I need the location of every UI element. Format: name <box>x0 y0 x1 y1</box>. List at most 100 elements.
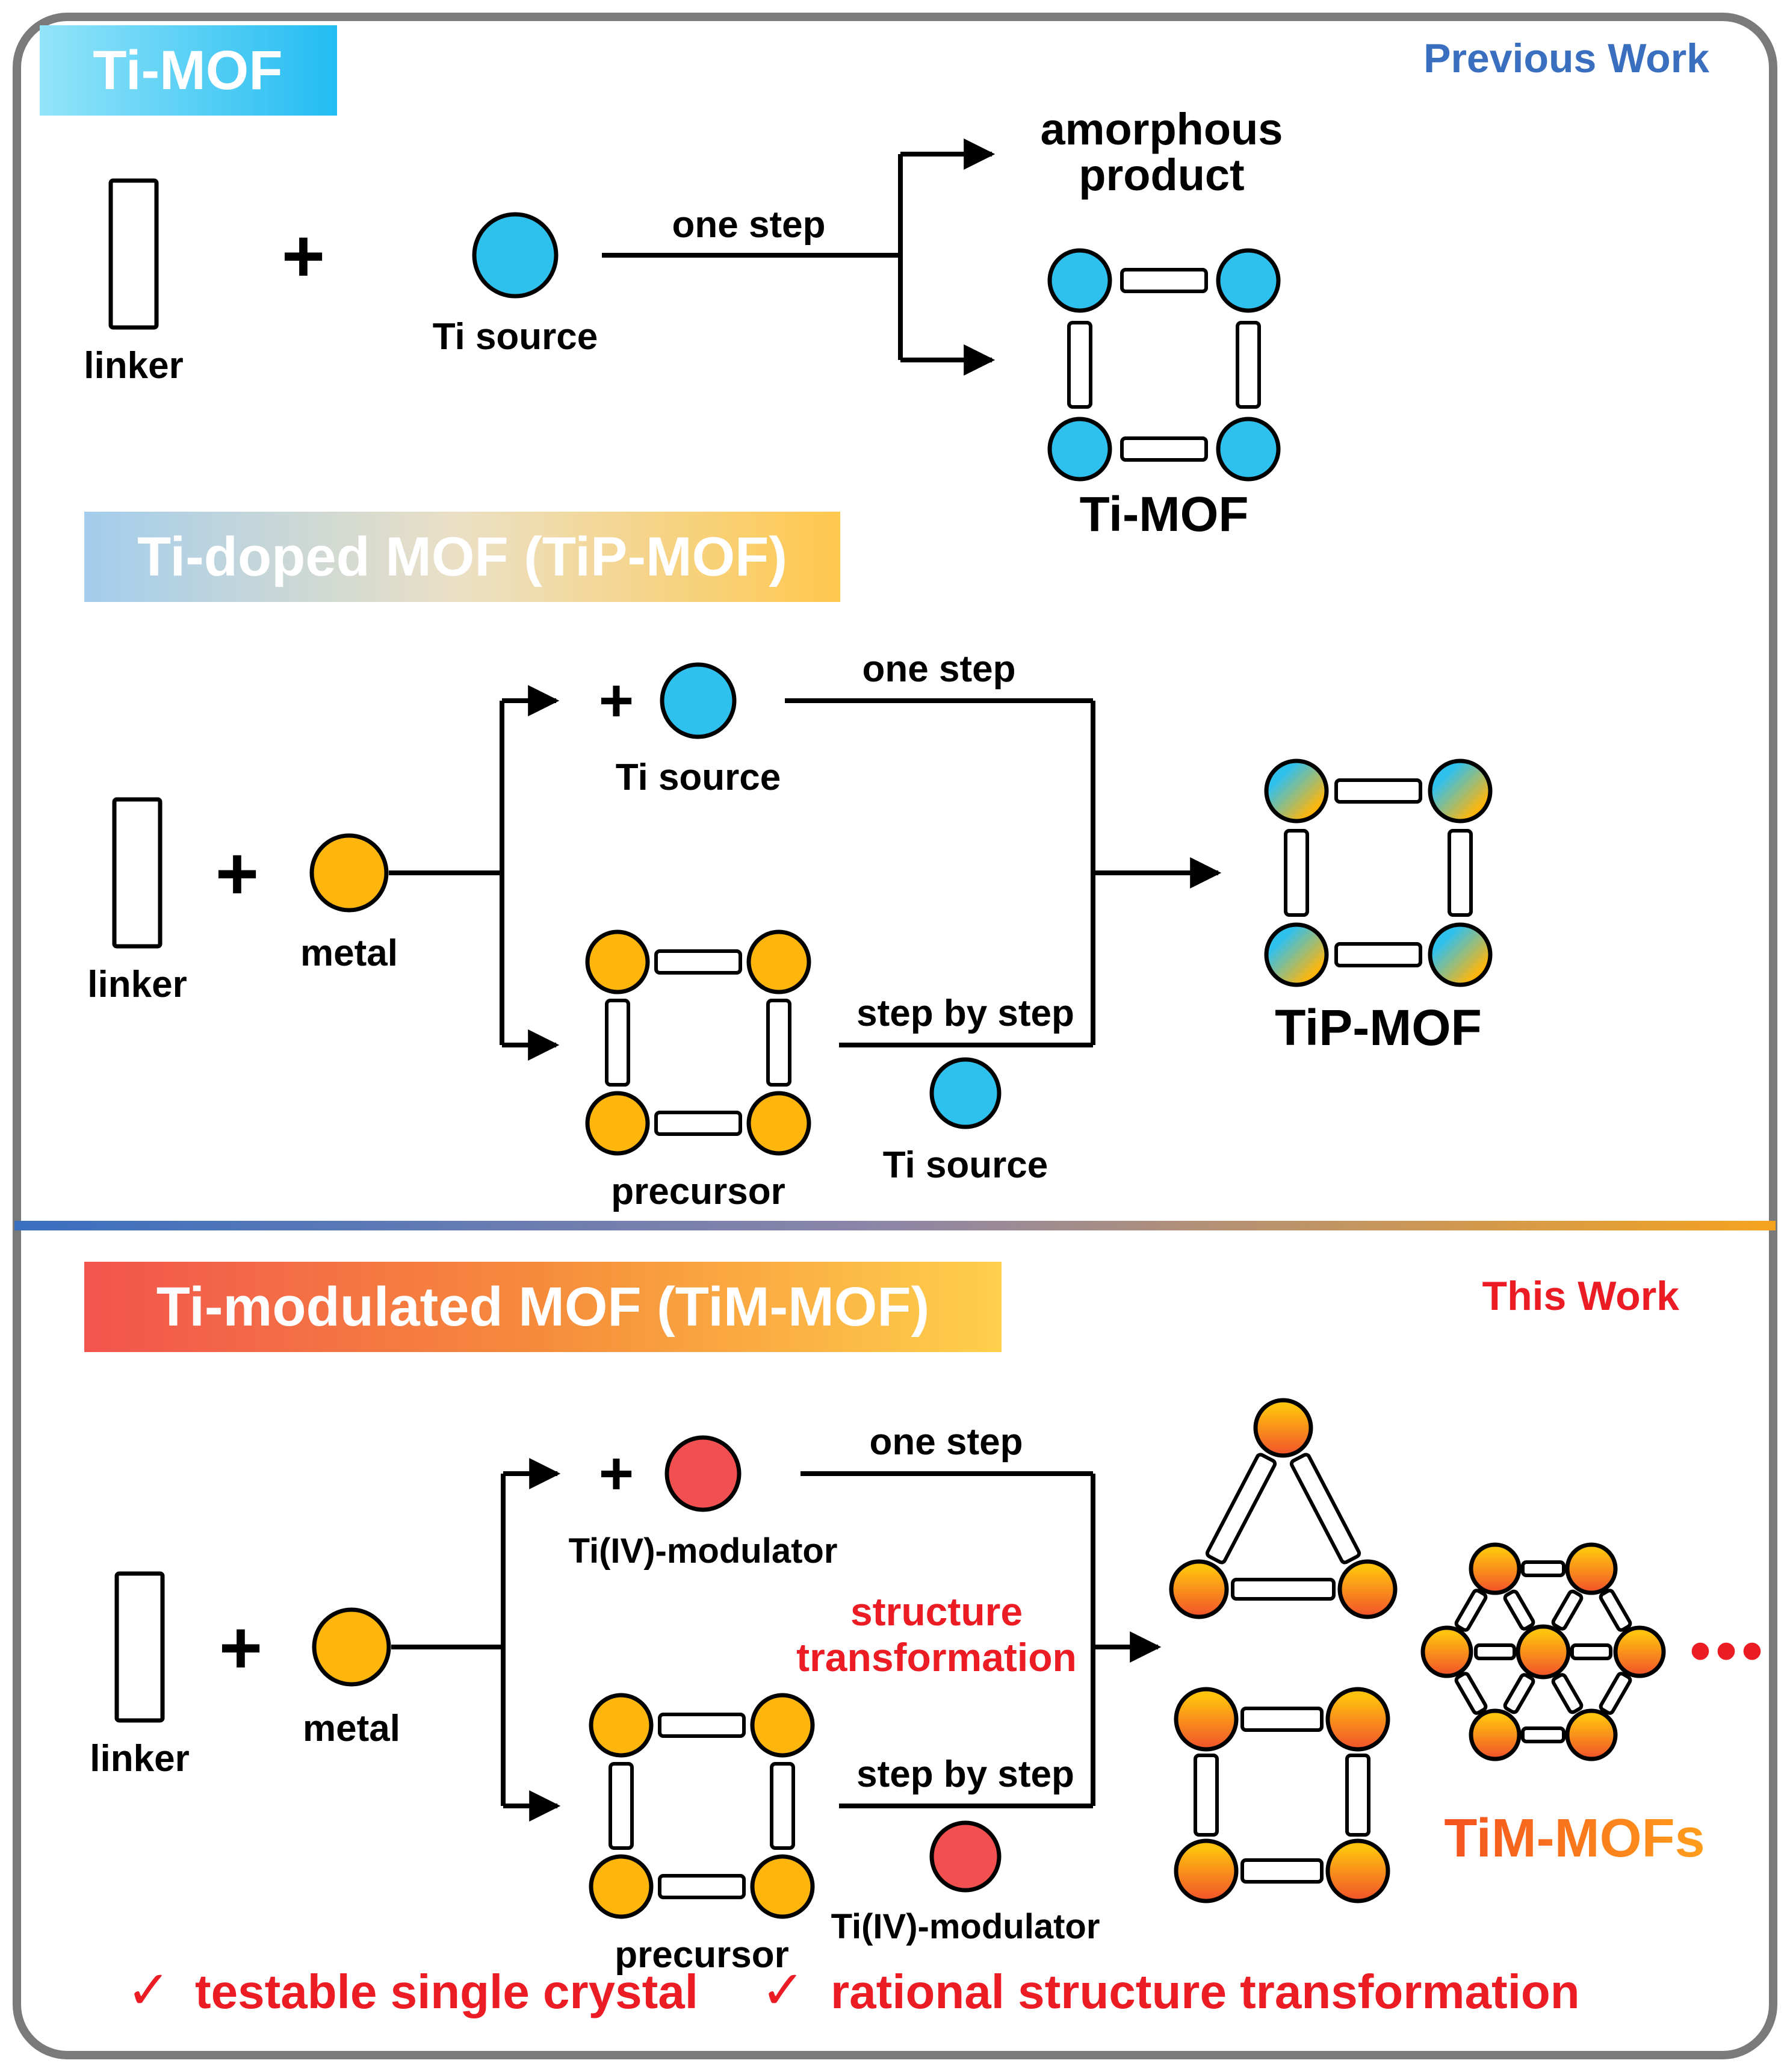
linker-rect <box>108 178 159 330</box>
section-ti-mof: Ti-MOF Previous Work linker + Ti source … <box>40 25 1709 542</box>
tip-mof-title: Ti-doped MOF (TiP-MOF) <box>137 526 787 588</box>
ti-metal-node <box>1428 922 1493 987</box>
ti-mof-title: Ti-MOF <box>93 40 282 101</box>
ti-source-circle <box>660 662 737 739</box>
one-step-label: one step <box>862 648 1016 690</box>
section-divider <box>14 1221 1776 1230</box>
ellipsis-dots: ••• <box>1689 1617 1767 1684</box>
tip-mof-title-badge <box>84 512 840 602</box>
one-step-label: one step <box>672 204 826 246</box>
tip-mof-square <box>1264 758 1493 987</box>
metal-label: metal <box>303 1708 400 1749</box>
ti-metal-node <box>1325 1687 1390 1752</box>
linker-edge <box>605 999 630 1087</box>
ti-metal-node <box>1169 1559 1229 1619</box>
linker-edge <box>654 949 742 975</box>
square-mof <box>1174 1687 1390 1903</box>
ti-metal-node <box>1565 1542 1618 1595</box>
metal-label: metal <box>300 932 398 974</box>
linker-edge <box>1345 1754 1370 1837</box>
plus-sign: + <box>282 215 325 298</box>
metal-node <box>750 1693 815 1758</box>
linker-edge <box>658 1874 746 1899</box>
linker-rim <box>1521 1560 1565 1577</box>
linker-edge <box>1334 942 1422 967</box>
ti-metal-node <box>1428 758 1493 824</box>
precursor-square <box>589 1693 815 1919</box>
ti-mof-title-badge <box>40 25 337 116</box>
modulator-circle-2 <box>929 1820 1002 1893</box>
plus-sign: + <box>219 1607 262 1690</box>
ti-metal-node <box>1469 1542 1522 1595</box>
linker-edge <box>1120 268 1208 293</box>
linker-edge <box>770 1762 795 1850</box>
metal-circle <box>312 1607 391 1687</box>
linker-rim <box>1599 1589 1632 1632</box>
step-by-step-label: step by step <box>856 993 1074 1034</box>
linker-edge <box>1240 1858 1324 1884</box>
precursor-label: precursor <box>611 1171 785 1212</box>
linker-rim <box>1521 1726 1565 1743</box>
plus-sign-small: + <box>599 1440 634 1507</box>
ti-metal-node <box>1174 1838 1239 1903</box>
ti-node <box>1216 248 1281 313</box>
linker-edge <box>1231 1578 1336 1601</box>
metal-node <box>746 1091 811 1156</box>
linker-edge <box>766 999 791 1087</box>
ti-metal-node <box>1469 1708 1522 1761</box>
linker-spoke <box>1503 1589 1535 1631</box>
step-by-step-label: step by step <box>856 1754 1074 1795</box>
linker-spoke <box>1474 1643 1516 1660</box>
ti-node <box>1047 417 1112 482</box>
amorphous-product-line1: amorphous <box>1041 104 1283 154</box>
ti-metal-node <box>1337 1559 1398 1619</box>
plus-sign-small: + <box>599 667 634 734</box>
linker-edge <box>1284 829 1309 917</box>
linker-label: linker <box>84 345 183 386</box>
tim-mof-title: Ti-modulated MOF (TiM-MOF) <box>156 1276 929 1338</box>
linker-edge <box>1236 321 1261 409</box>
check-label-2: rational structure transformation <box>831 1965 1580 2018</box>
check-icon: ✓ <box>761 1960 805 2020</box>
metal-node <box>589 1693 654 1758</box>
ti-mof-square <box>1047 248 1281 482</box>
ti-metal-node <box>1613 1625 1666 1678</box>
modulator-circle <box>664 1435 742 1512</box>
ti-source-circle-2 <box>929 1057 1002 1129</box>
linker-edge <box>1067 321 1092 409</box>
linker-spoke <box>1551 1673 1584 1714</box>
metal-node <box>585 929 650 994</box>
structure-transformation-line1: structure <box>850 1589 1023 1634</box>
linker-rim <box>1599 1672 1632 1715</box>
metal-circle <box>309 833 389 913</box>
linker-edge <box>658 1713 746 1738</box>
ti-node <box>1047 248 1112 313</box>
ti-source-label: Ti source <box>433 316 598 358</box>
linker-edge <box>1289 1453 1361 1565</box>
metal-node <box>750 1854 815 1919</box>
triangle-mof <box>1169 1398 1398 1619</box>
ti-node <box>1216 417 1281 482</box>
ti-metal-node <box>1174 1687 1239 1752</box>
tim-mofs-product-label: TiM-MOFs <box>1444 1808 1705 1869</box>
one-step-label: one step <box>870 1421 1023 1463</box>
linker-edge <box>1205 1453 1277 1565</box>
structure-transformation-line2: transformation <box>796 1635 1077 1680</box>
modulator-label: Ti(IV)-modulator <box>569 1531 838 1571</box>
ti-source-label: Ti source <box>616 757 781 798</box>
linker-rim <box>1454 1672 1488 1715</box>
linker-rim <box>1454 1589 1488 1632</box>
ti-metal-node <box>1264 758 1329 824</box>
ti-metal-node <box>1565 1708 1618 1761</box>
precursor-label: precursor <box>615 1934 788 1976</box>
metal-node <box>589 1854 654 1919</box>
previous-work-label: Previous Work <box>1423 36 1709 81</box>
plus-sign: + <box>215 833 259 916</box>
section-tim-mof: Ti-modulated MOF (TiM-MOF) This Work lin… <box>84 1262 1767 2020</box>
modulator-label-2: Ti(IV)-modulator <box>831 1907 1100 1946</box>
ti-metal-node <box>1253 1398 1313 1458</box>
linker-spoke <box>1570 1643 1612 1660</box>
check-label-1: testable single crystal <box>195 1965 698 2018</box>
ti-metal-node <box>1516 1624 1571 1680</box>
